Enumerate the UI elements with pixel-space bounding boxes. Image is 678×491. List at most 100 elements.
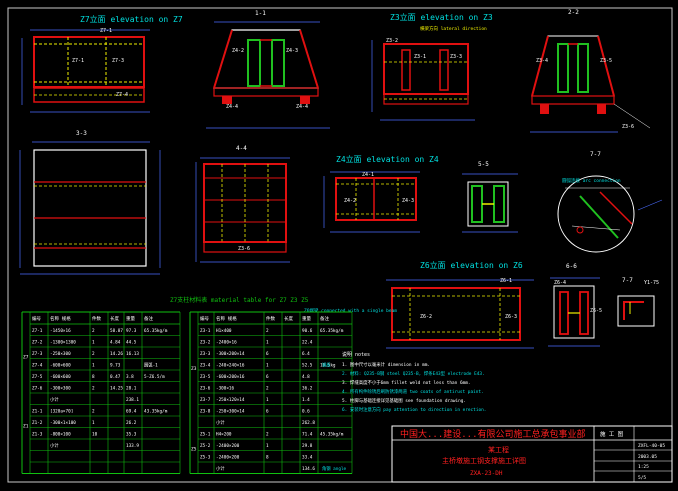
table-right-cell: 1 [266, 340, 269, 346]
section-5-5-title: 5-5 [478, 161, 489, 168]
table-right-cell: 65.35kg/m [320, 328, 344, 334]
section-7-7-title: 7-7 [622, 277, 633, 284]
view-section-6-6: 6-6 Z6-4 Z6-5 [548, 263, 602, 347]
table-right-cell: -250×120×14 [216, 397, 245, 403]
detail-note: 圆弧连接 arc connection [562, 177, 621, 184]
z7-label-a: Z7-1 [100, 28, 112, 34]
table-header-right-1: 名称 规格 [216, 315, 237, 322]
table-header-right-4: 重量 [302, 315, 311, 322]
table-right-cell: 71.4 [302, 432, 313, 438]
table-left-cell: 2 [92, 328, 95, 334]
table-right-cell: 6 [266, 374, 269, 380]
z4-label-b: Z4-2 [344, 198, 356, 204]
table-grid [21, 311, 353, 474]
table-right-cell: 2 [266, 386, 269, 392]
table-left-cell: 26.2 [126, 420, 137, 426]
table-left-cell: Z1-2 [32, 420, 43, 426]
table-right-cell: Z5-2 [200, 443, 211, 449]
table-left-cell: 97.3 [126, 328, 137, 334]
table-right-cell: 134.6 [302, 466, 315, 472]
table-right-cell: 1 [266, 363, 269, 369]
table-left-cell: 14.26 [110, 351, 123, 357]
table-right-cell: 262.8 [302, 420, 315, 426]
z4-title: Z4立面 elevation on Z4 [336, 154, 439, 164]
table-right-cell: 45.35kg/m [320, 432, 344, 438]
z4-label-a: Z4-1 [362, 172, 374, 178]
table-left-cell: Z1-1 [32, 409, 43, 415]
table-note-right: Z6端梁 connected with a single beam [304, 307, 397, 314]
note-line: 5. 柱脚与基础连接详见基础图 see foundation drawing. [342, 397, 466, 404]
table-left-cell: Z7-2 [32, 340, 43, 346]
title-project: 某工程 [488, 445, 509, 454]
table-left-cell: Z7-1 [32, 328, 43, 334]
table-left-cell: 3.8 [126, 374, 134, 380]
table-header-right-2: 件数 [266, 315, 275, 322]
section-7-7-title-top: 7-7 [590, 151, 601, 158]
z6-label-b: Z6-2 [420, 314, 432, 320]
table-right-cell: 小计 [216, 465, 225, 472]
table-header-right-5: 备注 [320, 315, 329, 322]
title-drawing: 主桥墩施工钢支撑施工详图 [442, 456, 526, 465]
table-left-cell: 43.35kg/m [144, 409, 168, 415]
table-title: Z7支柱材料表 material table for Z7 Z3 Z5 [170, 296, 309, 304]
table-right-cell: 36.2 [302, 386, 313, 392]
table-left-cell: 133.9 [126, 443, 139, 449]
s22-label-b: Z3-5 [600, 58, 612, 64]
table-right-cell: -2400×200 [216, 455, 240, 461]
table-left-cell: -1300×1300 [50, 340, 76, 346]
s77-label-a: Y1-75 [644, 280, 659, 286]
z7-label-b: Z7-1 [72, 58, 84, 64]
table-left-cell: [320a×70] [50, 409, 73, 415]
table-left-cell: -800×100 [50, 432, 71, 438]
section-1-1-title: 1-1 [255, 10, 266, 17]
note-line: 2. 材料: Q235-B钢 steel Q235-B, 焊条E43型 elec… [342, 370, 485, 377]
view-z3-elevation: Z3立面 elevation on Z3 横梁方向 lateral direct… [371, 12, 493, 121]
table-right-cell: -600×200×16 [216, 374, 245, 380]
table-left-cell: 10 [92, 432, 98, 438]
table-right-cell: 2 [266, 432, 269, 438]
table-left-cell: 4.84 [110, 340, 121, 346]
table-right-cell: 52.5 [302, 363, 313, 369]
notes-lines: 1. 图中尺寸以毫米计 dimension in mm.2. 材料: Q235-… [342, 361, 486, 413]
table-header-left-0: 编号 [32, 315, 41, 322]
title-field-3: 2003.05 [638, 454, 657, 460]
table-left-cell: 238.1 [126, 397, 139, 403]
table-left-cell: 2 [92, 386, 95, 392]
table-header-left-3: 长度 [110, 315, 119, 322]
table-left-cell: 16.13 [126, 351, 139, 357]
notes-block: 说明 notes 1. 图中尺寸以毫米计 dimension in mm.2. … [342, 351, 486, 413]
table-header-left-5: 备注 [144, 315, 153, 322]
table-right-cell: -2400×200 [216, 443, 240, 449]
z3-title: Z3立面 elevation on Z3 [390, 12, 493, 22]
table-cells: 编号编号名称 规格名称 规格件数件数长度长度重量重量备注备注Z7-1-1450×… [23, 315, 347, 472]
note-line: 6. 安装时注意方向 pay attention to direction in… [342, 406, 486, 413]
table-left-cell: 圆弧-1 [144, 362, 158, 369]
section-6-6-title: 6-6 [566, 263, 577, 270]
z3-label-b: Z3-2 [386, 38, 398, 44]
table-side-note-b: 角钢 angle [322, 465, 347, 472]
table-right-cell: Z3-2 [200, 340, 211, 346]
title-field-2: ZXFL-40-05 [638, 443, 665, 449]
s11-label-d: Z4-4 [296, 104, 308, 110]
table-right-cell: -240×240×16 [216, 363, 245, 369]
table-right-cell: 90.6 [302, 328, 313, 334]
table-right-cell: 6 [266, 351, 269, 357]
table-left-cell: 44.5 [126, 340, 137, 346]
view-plan-left: 3-3 [19, 130, 161, 275]
table-right-cell: Z3-8 [200, 409, 211, 415]
view-detail-circle: 7-7 圆弧连接 arc connection [557, 151, 663, 253]
s11-label-b: Z4-3 [286, 48, 298, 54]
table-left-cell: 8 [92, 374, 95, 380]
view-section-2-2: 2-2 Z3-4 Z3-5 Z3-6 [530, 9, 651, 133]
view-z4-elevation: Z4立面 elevation on Z4 Z4-1 Z4-2 Z4-3 [323, 154, 439, 233]
z3-label-c: Z3-3 [450, 54, 462, 60]
table-right-cell: 6.4 [302, 351, 310, 357]
section-4-4-title: 4-4 [236, 145, 247, 152]
table-left-cell: 9.73 [110, 363, 121, 369]
table-right-cell: -300×200×14 [216, 351, 245, 357]
table-left-cell: 1 [92, 363, 95, 369]
table-group-right-b: Z5 [191, 447, 197, 453]
table-left-cell: 1 [92, 420, 95, 426]
